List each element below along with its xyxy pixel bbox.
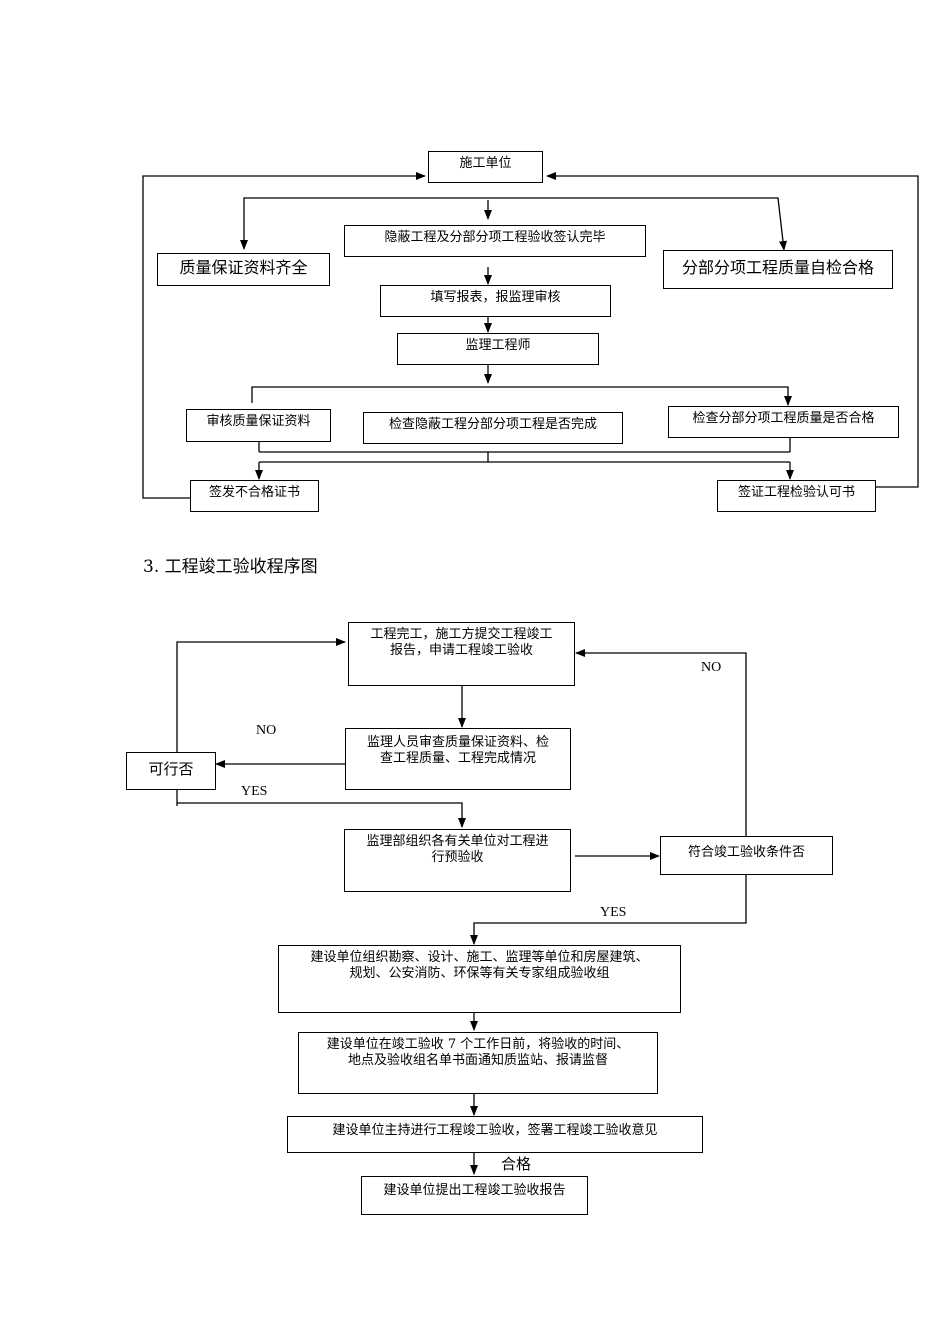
box-check-quality-passed-label: 检查分部分项工程质量是否合格 — [692, 411, 875, 426]
box-quality-docs-complete: 质量保证资料齐全 — [157, 253, 330, 286]
box-sign-acceptance: 签证工程检验认可书 — [717, 480, 876, 512]
box-pre-acceptance: 监理部组织各有关单位对工程进 行预验收 — [344, 829, 571, 892]
box-acceptance-report: 建设单位提出工程竣工验收报告 — [361, 1176, 588, 1215]
box-issue-nonconformity: 签发不合格证书 — [190, 480, 319, 512]
box-quality-docs-complete-label: 质量保证资料齐全 — [179, 258, 308, 277]
box-review-quality-docs-label: 审核质量保证资料 — [206, 414, 311, 429]
box-form-acceptance-team: 建设单位组织勘察、设计、施工、监理等单位和房屋建筑、 规划、公安消防、环保等有关… — [278, 945, 681, 1013]
box-self-inspection-passed: 分部分项工程质量自检合格 — [663, 250, 893, 289]
box-check-concealed-complete: 检查隐蔽工程分部分项工程是否完成 — [363, 412, 623, 444]
box-concealed-works-signed-label: 隐蔽工程及分部分项工程验收签认完毕 — [384, 230, 606, 245]
box-supervising-engineer: 监理工程师 — [397, 333, 599, 365]
box-host-acceptance: 建设单位主持进行工程竣工验收，签署工程竣工验收意见 — [287, 1116, 703, 1153]
box-construction-unit-label: 施工单位 — [459, 156, 512, 171]
box-sign-acceptance-label: 签证工程检验认可书 — [737, 485, 855, 500]
label-qualified: 合格 — [501, 1155, 532, 1173]
box-supervising-engineer-label: 监理工程师 — [465, 338, 531, 353]
label-no-left: NO — [256, 723, 277, 738]
box-construction-unit: 施工单位 — [428, 151, 543, 183]
label-yes-right: YES — [600, 905, 627, 920]
box-fill-report: 填写报表，报监理审核 — [380, 285, 611, 317]
label-no-right: NO — [701, 660, 722, 675]
box-fill-report-label: 填写报表，报监理审核 — [430, 290, 561, 305]
box-review-quality-docs: 审核质量保证资料 — [186, 409, 331, 442]
box-check-quality-passed: 检查分部分项工程质量是否合格 — [668, 406, 899, 438]
box-self-inspection-passed-label: 分部分项工程质量自检合格 — [681, 258, 874, 277]
box-feasible: 可行否 — [126, 752, 216, 790]
box-completion-report: 工程完工，施工方提交工程竣工 报告，申请工程竣工验收 — [348, 622, 575, 686]
section-heading: 3. 工程竣工验收程序图 — [143, 557, 318, 577]
label-yes-left: YES — [241, 784, 268, 799]
box-issue-nonconformity-label: 签发不合格证书 — [208, 485, 300, 500]
box-supervisor-review: 监理人员审查质量保证资料、检 查工程质量、工程完成情况 — [345, 728, 571, 790]
box-concealed-works-signed: 隐蔽工程及分部分项工程验收签认完毕 — [344, 225, 646, 257]
box-check-concealed-complete-label: 检查隐蔽工程分部分项工程是否完成 — [388, 417, 597, 432]
box-meets-conditions: 符合竣工验收条件否 — [660, 836, 833, 875]
box-notify-supervision: 建设单位在竣工验收 7 个工作日前，将验收的时间、 地点及验收组名单书面通知质监… — [298, 1032, 658, 1094]
